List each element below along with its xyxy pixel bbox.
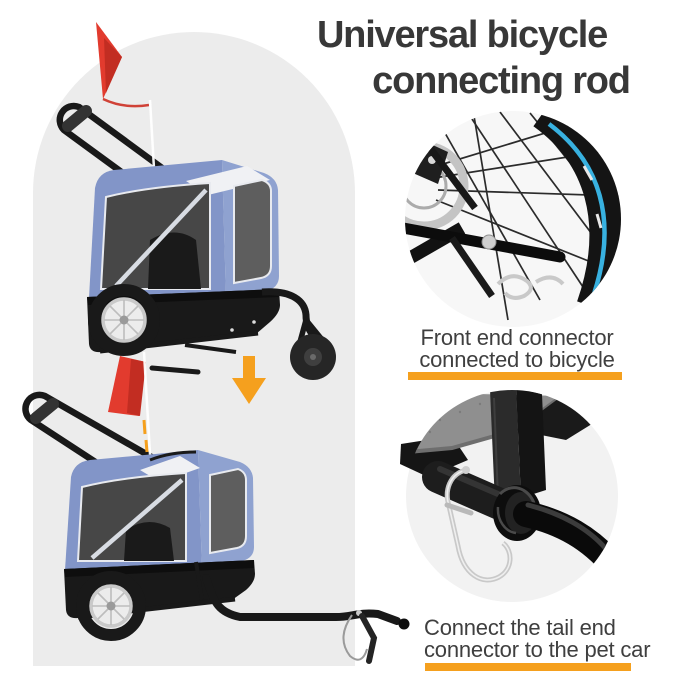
spoked-wheel	[76, 571, 146, 641]
tail-connector-photo	[400, 390, 618, 602]
page-title-line2: connecting rod	[372, 60, 631, 102]
front-connector-photo	[405, 111, 621, 327]
down-arrow-icon	[232, 356, 266, 404]
front-caption-underline	[408, 372, 622, 380]
safety-flag	[108, 351, 155, 506]
caster-arm	[261, 288, 316, 338]
stroller-mode-product-photo	[56, 22, 336, 380]
page-title-line1: Universal bicycle	[316, 14, 608, 56]
tail-connector-caption-line1: Connect the tail end	[424, 615, 616, 640]
hitch-arm	[202, 574, 410, 664]
safety-strap	[359, 613, 378, 664]
carabiner-hook	[496, 274, 533, 300]
handle-grip	[62, 105, 92, 132]
push-handle	[22, 391, 192, 512]
front-mesh-window	[233, 178, 272, 285]
front-connector-caption-line2: connected to bicycle	[419, 347, 615, 372]
front-mesh-window	[209, 467, 247, 555]
spoked-wheel	[88, 284, 160, 356]
tail-connector-caption-line2: connector to the pet car	[424, 637, 651, 662]
tail-caption-underline	[425, 663, 631, 671]
safety-chain	[342, 614, 368, 661]
connecting-rod	[405, 222, 566, 263]
front-connector-caption-line1: Front end connector	[420, 325, 614, 350]
trailer-mode-product-photo	[22, 351, 410, 664]
caster-wheel	[290, 334, 336, 380]
